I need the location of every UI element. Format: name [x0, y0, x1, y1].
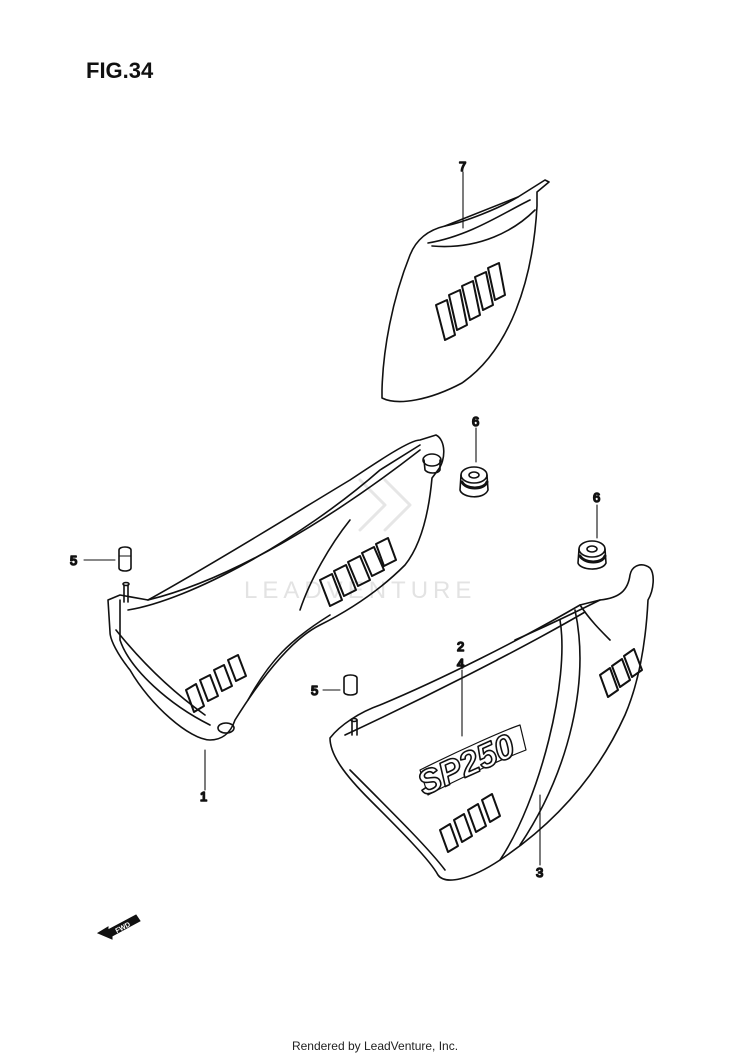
footer-credit: Rendered by LeadVenture, Inc.	[291, 1039, 459, 1053]
part-6-grommet-upper[interactable]	[459, 466, 489, 498]
part-7-side-cover[interactable]	[381, 179, 550, 403]
callout-5-left: 5	[70, 553, 77, 568]
watermark-text: LEADVENTURE	[244, 577, 477, 604]
decal-emblem[interactable]	[419, 724, 527, 796]
part-6-grommet-lower[interactable]	[577, 540, 607, 570]
part-5-pin-center[interactable]	[343, 674, 358, 696]
callout-6-lower: 6	[593, 490, 600, 505]
callout-7: 7	[459, 159, 466, 174]
callout-5-center: 5	[311, 683, 318, 698]
fwd-label: FWD	[114, 921, 131, 935]
decal-text: SP250	[412, 727, 521, 803]
callout-1: 1	[200, 789, 207, 804]
callout-3: 3	[536, 865, 543, 880]
part-1-frame-cover[interactable]	[107, 434, 445, 741]
part-3-frame-cover[interactable]	[329, 564, 654, 881]
callout-2: 2	[457, 639, 464, 654]
part-5-pin-left[interactable]	[118, 546, 132, 572]
leadventure-logo-icon	[358, 478, 412, 532]
callout-4: 4	[457, 656, 464, 671]
forward-arrow-icon: FWD	[96, 914, 141, 940]
leader-lines	[83, 171, 598, 866]
figure-title: FIG.34	[86, 58, 154, 83]
callout-6-upper: 6	[472, 414, 479, 429]
